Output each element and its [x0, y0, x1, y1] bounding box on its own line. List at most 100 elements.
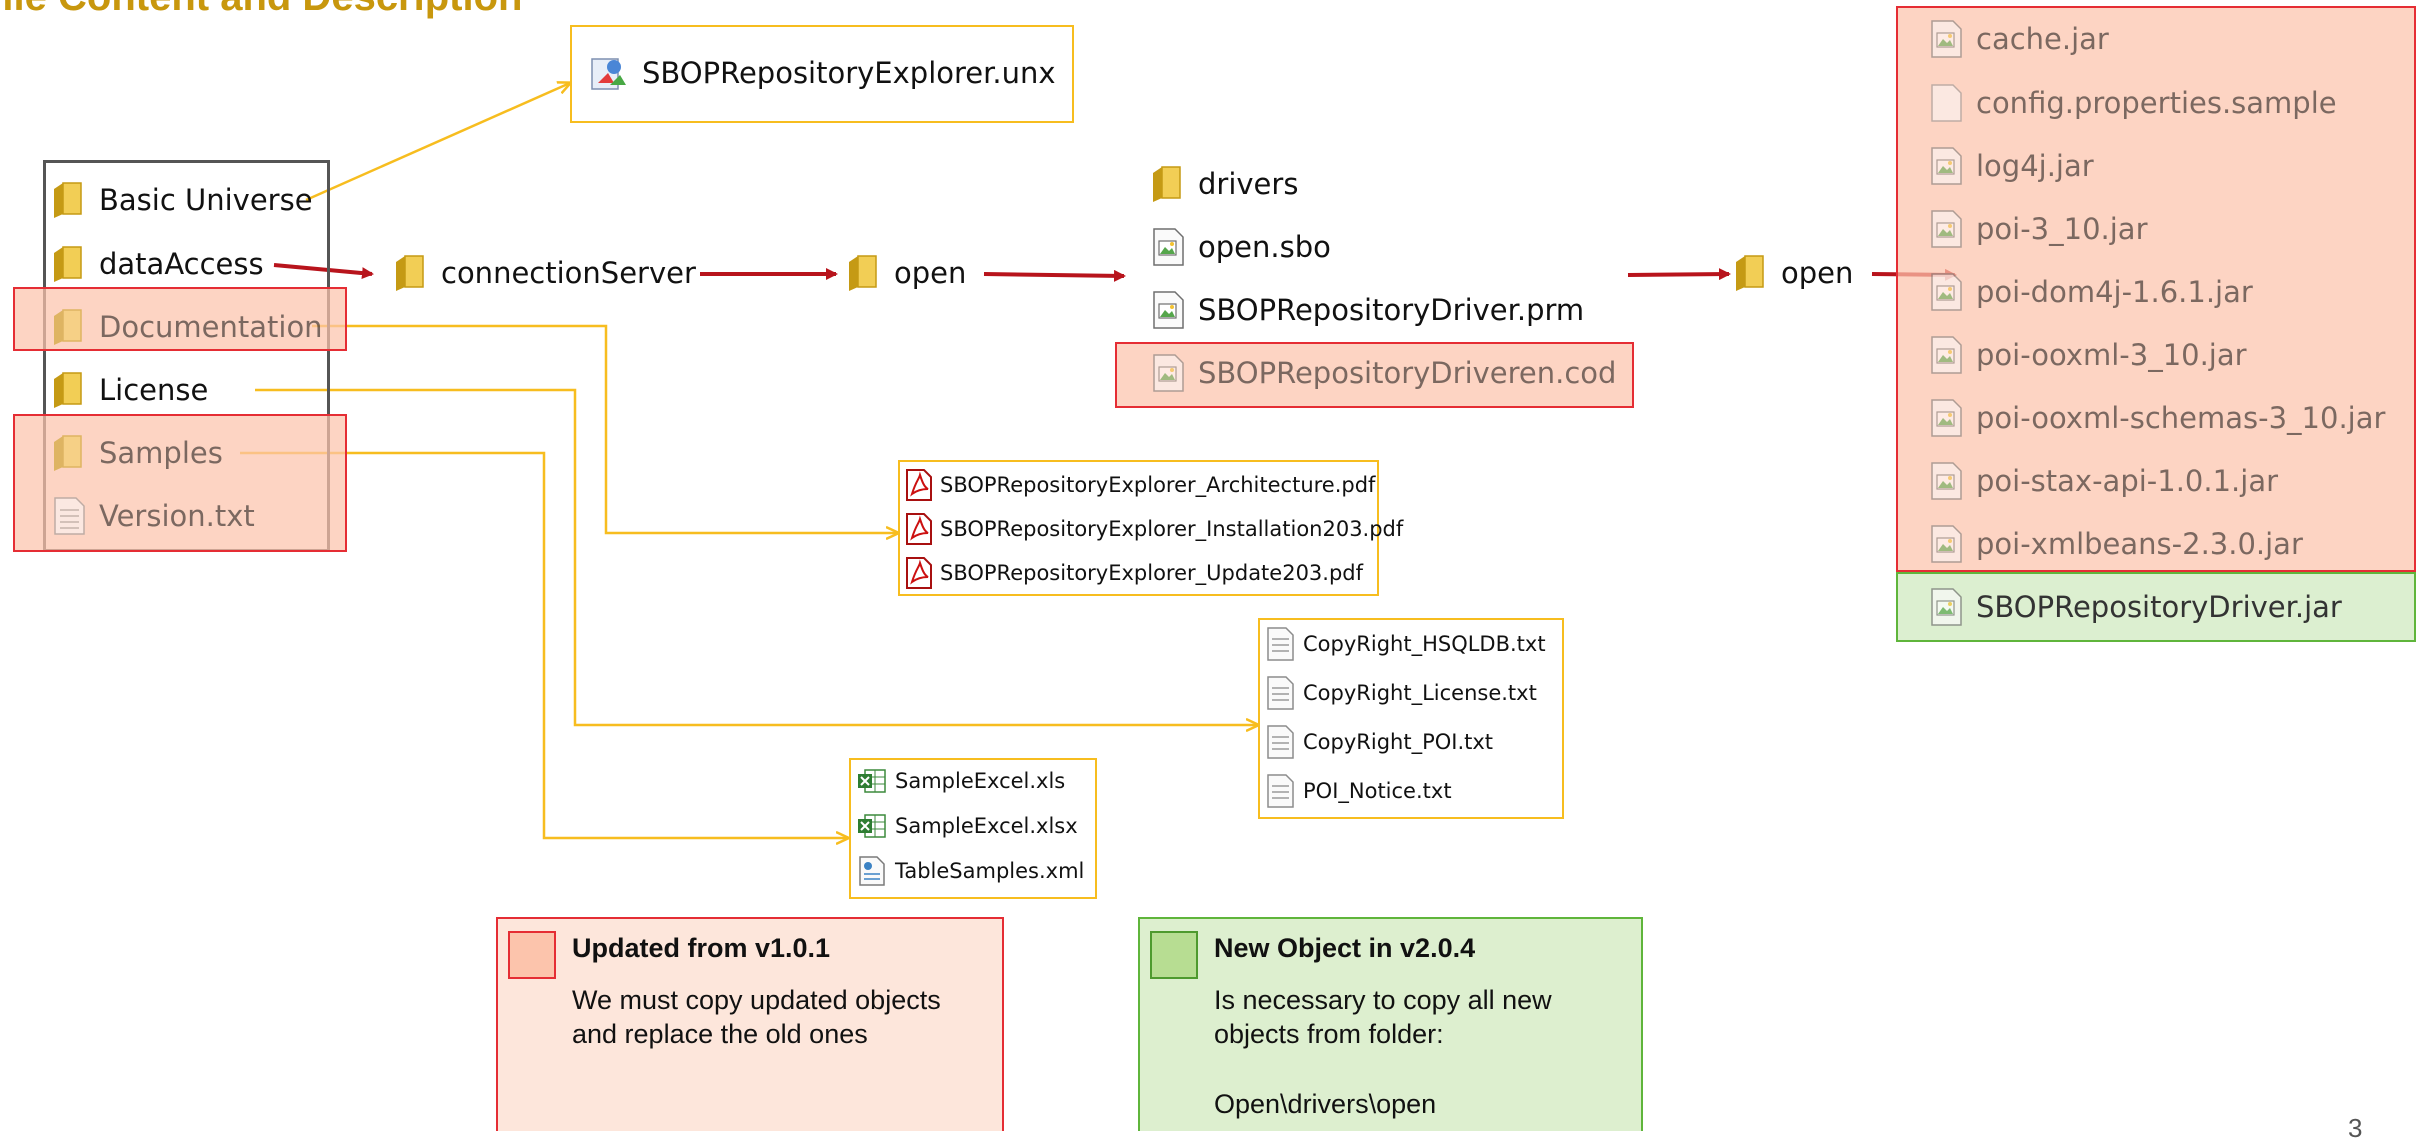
- license-files-box: [1258, 618, 1564, 819]
- jar-file-label: cache.jar: [1976, 22, 2109, 56]
- folder-icon: [54, 246, 82, 282]
- driver-item-prm[interactable]: SBOPRepositoryDriver.prm: [1150, 290, 1584, 330]
- arrow-dataaccess: [273, 263, 374, 280]
- jar-icon: [1931, 336, 1962, 374]
- pdf-file-label: SBOPRepositoryExplorer_Installation203.p…: [940, 517, 1404, 541]
- yellow-connectors: [240, 83, 1258, 838]
- legend-updated: Updated from v1.0.1 We must copy updated…: [496, 917, 1004, 1131]
- jar-file-item[interactable]: config.properties.sample: [1928, 83, 2337, 123]
- jar-icon: [1931, 273, 1962, 311]
- legend-new-swatch: [1150, 931, 1198, 979]
- jar-icon: [1931, 462, 1962, 500]
- jar-file-label: poi-3_10.jar: [1976, 212, 2148, 246]
- root-item-label: License: [99, 373, 209, 407]
- jar-icon: [1931, 147, 1962, 185]
- folder-icon: [849, 255, 877, 291]
- driver-item-drivers[interactable]: drivers: [1150, 164, 1298, 204]
- root-item-license[interactable]: License: [51, 370, 208, 410]
- pdf-icon: [906, 513, 932, 545]
- pdf-file-item[interactable]: SBOPRepositoryExplorer_Update203.pdf: [904, 557, 1363, 589]
- jar-file-item[interactable]: poi-stax-api-1.0.1.jar: [1928, 461, 2278, 501]
- text-file-icon: [1267, 725, 1294, 759]
- jar-icon: [1931, 210, 1962, 248]
- new-highlight-driver-jar: [1896, 572, 2416, 642]
- jar-file-item[interactable]: log4j.jar: [1928, 146, 2094, 186]
- updated-highlight-jars: [1896, 6, 2416, 572]
- legend-updated-line1: We must copy updated objects: [572, 985, 941, 1015]
- jar-file-item[interactable]: poi-xmlbeans-2.3.0.jar: [1928, 524, 2303, 564]
- folder-icon: [54, 182, 82, 218]
- universe-icon: [591, 58, 626, 90]
- driver-item-label: SBOPRepositoryDriveren.cod: [1198, 356, 1617, 390]
- driver-item-label: SBOPRepositoryDriver.prm: [1198, 293, 1585, 327]
- folder-open-1[interactable]: open: [846, 253, 966, 293]
- jar-file-item[interactable]: poi-dom4j-1.6.1.jar: [1928, 272, 2253, 312]
- license-file-item[interactable]: CopyRight_POI.txt: [1265, 725, 1493, 759]
- jar-file-item[interactable]: poi-ooxml-3_10.jar: [1928, 335, 2247, 375]
- jar-icon: [1931, 525, 1962, 563]
- legend-new: New Object in v2.0.4 Is necessary to cop…: [1138, 917, 1643, 1131]
- arrow-open-1: [983, 269, 1126, 282]
- text-file-icon: [1267, 676, 1294, 710]
- jar-file-item[interactable]: cache.jar: [1928, 19, 2109, 59]
- new-jar-file-item[interactable]: SBOPRepositoryDriver.jar: [1928, 587, 2342, 627]
- folder-icon: [54, 309, 82, 345]
- jar-icon: [1931, 588, 1962, 626]
- page-title: File Content and Description: [0, 0, 522, 20]
- sample-file-item[interactable]: SampleExcel.xls: [857, 766, 1065, 796]
- root-item-version[interactable]: Version.txt: [51, 496, 255, 536]
- sample-file-label: SampleExcel.xlsx: [895, 814, 1078, 838]
- folder-label: connectionServer: [441, 256, 696, 290]
- sample-file-item[interactable]: TableSamples.xml: [857, 856, 1084, 886]
- universe-file[interactable]: SBOPRepositoryExplorer.unx: [590, 53, 1056, 93]
- jar-icon: [1931, 20, 1962, 58]
- jar-file-item[interactable]: poi-ooxml-schemas-3_10.jar: [1928, 398, 2385, 438]
- folder-open-2[interactable]: open: [1733, 253, 1853, 293]
- driver-item-cod[interactable]: SBOPRepositoryDriveren.cod: [1150, 353, 1616, 393]
- pdf-file-item[interactable]: SBOPRepositoryExplorer_Architecture.pdf: [904, 469, 1375, 501]
- documentation-pdf-box: [898, 460, 1379, 596]
- jar-file-label: log4j.jar: [1976, 149, 2094, 183]
- root-item-documentation[interactable]: Documentation: [51, 307, 323, 347]
- jar-file-item[interactable]: poi-3_10.jar: [1928, 209, 2148, 249]
- legend-updated-swatch: [508, 931, 556, 979]
- connector-license: [255, 388, 1258, 725]
- pdf-file-item[interactable]: SBOPRepositoryExplorer_Installation203.p…: [904, 513, 1403, 545]
- root-item-label: Basic Universe: [99, 183, 313, 217]
- sample-file-item[interactable]: SampleExcel.xlsx: [857, 811, 1078, 841]
- connector-documentation: [312, 324, 898, 533]
- legend-updated-line2: and replace the old ones: [572, 1019, 868, 1049]
- folder-label: open: [894, 256, 967, 290]
- excel-icon: [858, 769, 886, 793]
- folder-icon: [396, 255, 424, 291]
- driver-item-open-sbo[interactable]: open.sbo: [1150, 227, 1331, 267]
- root-item-dataaccess[interactable]: dataAccess: [51, 244, 264, 284]
- root-item-label: dataAccess: [99, 247, 264, 281]
- image-document-icon: [1153, 228, 1184, 266]
- root-item-basic-universe[interactable]: Basic Universe: [51, 180, 313, 220]
- jar-file-label: config.properties.sample: [1976, 86, 2337, 120]
- pdf-icon: [906, 557, 932, 589]
- pdf-icon: [906, 469, 932, 501]
- license-file-label: CopyRight_License.txt: [1303, 681, 1537, 705]
- folder-label: open: [1781, 256, 1854, 290]
- text-file-icon: [1267, 774, 1294, 808]
- license-file-item[interactable]: CopyRight_License.txt: [1265, 676, 1537, 710]
- sample-file-label: TableSamples.xml: [895, 859, 1085, 883]
- folder-connectionserver[interactable]: connectionServer: [393, 253, 696, 293]
- legend-updated-heading: Updated from v1.0.1: [572, 933, 831, 963]
- text-file-icon: [1931, 84, 1962, 122]
- jar-icon: [1931, 399, 1962, 437]
- universe-file-label: SBOPRepositoryExplorer.unx: [642, 56, 1056, 90]
- jar-file-label: poi-dom4j-1.6.1.jar: [1976, 275, 2253, 309]
- xml-icon: [859, 856, 885, 886]
- folder-icon: [54, 435, 82, 471]
- driver-item-label: drivers: [1198, 167, 1299, 201]
- license-file-item[interactable]: CopyRight_HSQLDB.txt: [1265, 627, 1546, 661]
- text-file-icon: [54, 497, 85, 535]
- root-item-samples[interactable]: Samples: [51, 433, 223, 473]
- license-file-item[interactable]: POI_Notice.txt: [1265, 774, 1452, 808]
- jar-file-label: poi-ooxml-schemas-3_10.jar: [1976, 401, 2386, 435]
- root-item-label: Version.txt: [99, 499, 255, 533]
- folder-icon: [1736, 255, 1764, 291]
